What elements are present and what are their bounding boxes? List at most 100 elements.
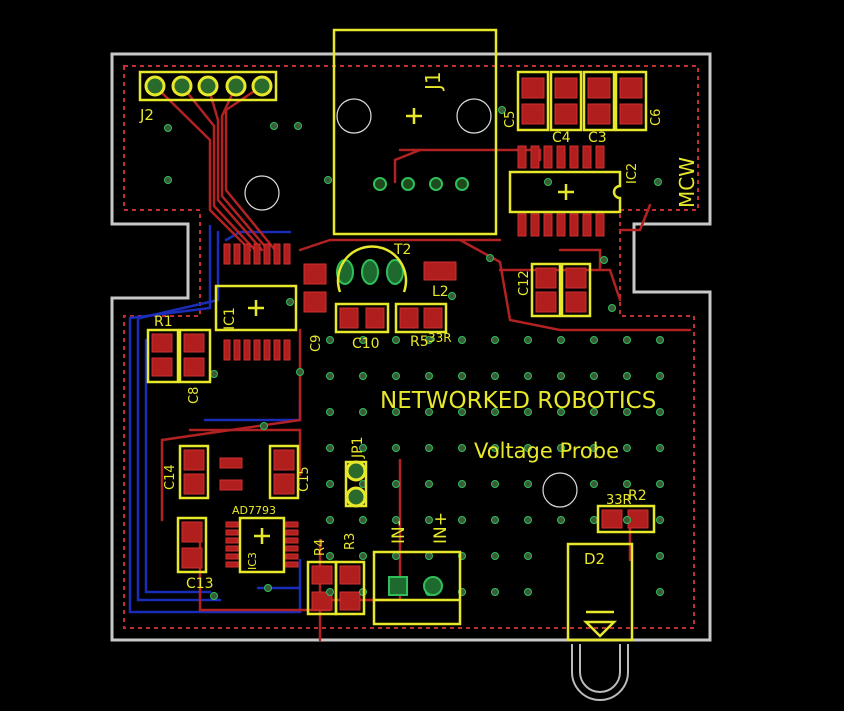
via-grid [164, 106, 664, 600]
via [392, 552, 400, 560]
via [524, 408, 532, 416]
via [359, 372, 367, 380]
via [326, 552, 334, 560]
silkscreen-layer [138, 28, 656, 701]
label-c9: C9 [309, 335, 324, 352]
via [260, 422, 268, 430]
label-r3: R3 [343, 533, 358, 550]
via [458, 480, 466, 488]
via [296, 368, 304, 376]
board-subtitle: Voltage Probe [474, 439, 619, 463]
via [623, 372, 631, 380]
label-ad7793: AD7793 [232, 504, 276, 517]
label-r2-value: 33R [606, 493, 632, 508]
via [425, 444, 433, 452]
via [458, 336, 466, 344]
via [623, 480, 631, 488]
via [656, 552, 664, 560]
label-t2: T2 [393, 242, 411, 258]
via [491, 552, 499, 560]
mounting-hole [542, 472, 578, 508]
via [590, 480, 598, 488]
via [656, 588, 664, 596]
via [486, 254, 494, 262]
via [623, 408, 631, 416]
via [324, 176, 332, 184]
via [359, 552, 367, 560]
label-r4: R4 [313, 539, 328, 556]
label-r5: R5 [410, 334, 429, 350]
via [448, 292, 456, 300]
board-outline [110, 52, 712, 642]
via [425, 336, 433, 344]
label-c8: C8 [187, 387, 202, 404]
via [590, 516, 598, 524]
label-ic1: IC1 [222, 307, 238, 330]
via [359, 444, 367, 452]
via [326, 516, 334, 524]
via [590, 372, 598, 380]
via [656, 336, 664, 344]
via [491, 336, 499, 344]
via [491, 408, 499, 416]
via [656, 408, 664, 416]
via [392, 516, 400, 524]
via [326, 444, 334, 452]
via [524, 444, 532, 452]
via [270, 122, 278, 130]
via [590, 336, 598, 344]
label-ic2: IC2 [625, 163, 640, 184]
label-in-plus: IN+ [431, 512, 451, 544]
via [210, 592, 218, 600]
via [392, 372, 400, 380]
via [425, 372, 433, 380]
via [458, 516, 466, 524]
via [264, 584, 272, 592]
label-r2: R2 [628, 488, 647, 504]
via [392, 336, 400, 344]
label-c5: C5 [503, 111, 518, 128]
via [326, 372, 334, 380]
via [524, 372, 532, 380]
via [164, 124, 172, 132]
via [359, 516, 367, 524]
via [557, 408, 565, 416]
via [608, 304, 616, 312]
via [557, 372, 565, 380]
via [326, 480, 334, 488]
ground-pour-edge [123, 65, 699, 629]
via [600, 256, 608, 264]
via [557, 444, 565, 452]
via [326, 336, 334, 344]
via [524, 336, 532, 344]
via [425, 516, 433, 524]
label-r1: R1 [154, 314, 173, 330]
via [359, 336, 367, 344]
label-c10: C10 [352, 336, 380, 352]
via [524, 516, 532, 524]
mounting-hole [336, 98, 372, 134]
via [294, 122, 302, 130]
label-in-minus: IN- [389, 520, 409, 544]
via [590, 408, 598, 416]
author-mark: MCW [675, 157, 699, 208]
via [590, 444, 598, 452]
via [654, 178, 662, 186]
via [498, 106, 506, 114]
via [623, 444, 631, 452]
via [458, 408, 466, 416]
via [656, 480, 664, 488]
label-c4: C4 [552, 130, 571, 146]
via [392, 480, 400, 488]
via [164, 176, 172, 184]
label-jp1: JP1 [350, 437, 366, 459]
label-l2: L2 [432, 284, 449, 300]
smd-pads [151, 77, 649, 611]
via [425, 552, 433, 560]
mounting-hole [456, 98, 492, 134]
via [326, 588, 334, 596]
label-c6: C6 [649, 109, 664, 126]
via [392, 444, 400, 452]
via [458, 372, 466, 380]
